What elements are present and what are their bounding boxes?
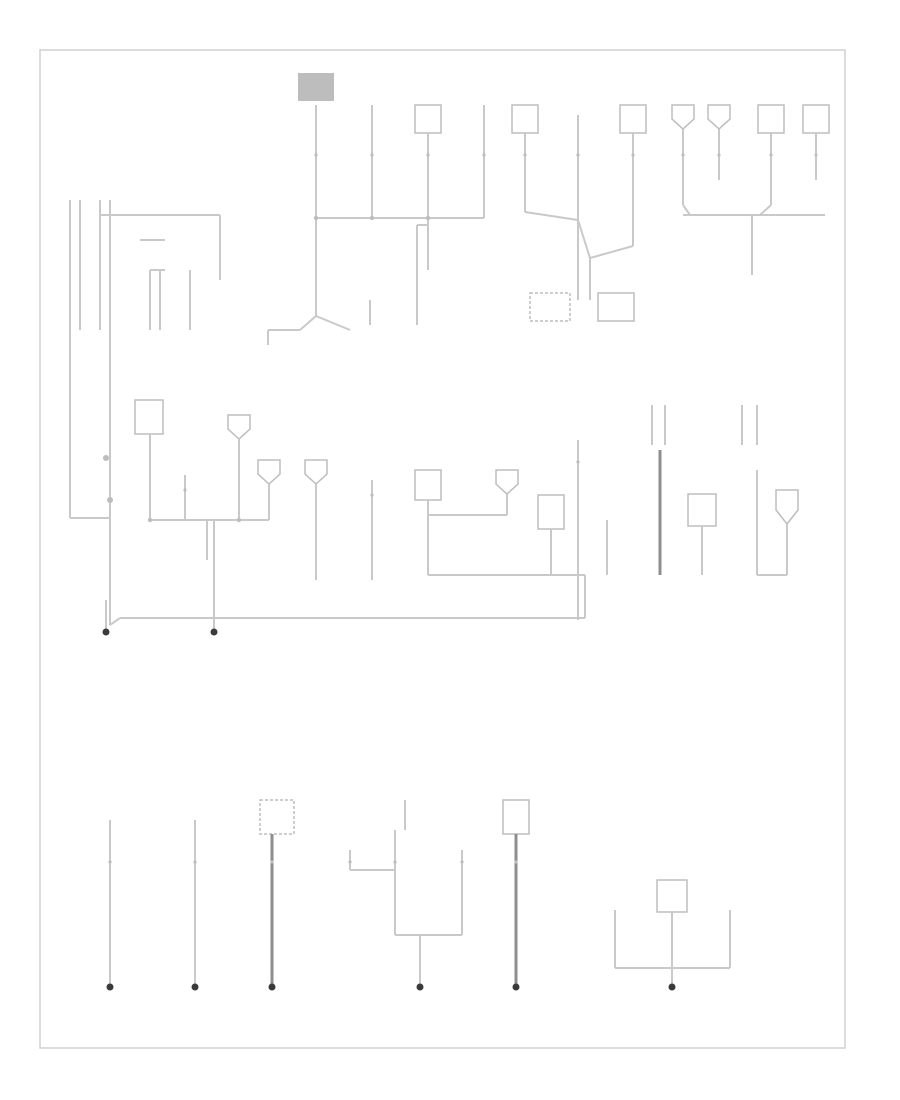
upper-right-ground-bus	[683, 214, 825, 275]
component-top-1	[298, 73, 334, 218]
component-top-3	[414, 104, 442, 218]
component-top-5	[511, 104, 579, 221]
component-top-7	[589, 104, 647, 259]
component-top-8	[671, 104, 695, 216]
middle-left-components	[134, 399, 373, 600]
upper-bus-wiring	[267, 215, 484, 345]
bottom-row-components	[106, 799, 731, 991]
middle-center-components	[414, 440, 608, 620]
component-top-9	[707, 104, 731, 180]
diagram-border	[39, 49, 846, 1049]
left-fuse-block	[69, 200, 221, 519]
middle-ground-bus	[102, 518, 586, 636]
middle-right-components	[651, 405, 799, 576]
top-components-row	[298, 73, 830, 300]
terminal-dots	[108, 153, 818, 864]
relay-section	[529, 219, 635, 322]
component-top-10	[757, 104, 785, 216]
component-top-11	[802, 104, 830, 180]
